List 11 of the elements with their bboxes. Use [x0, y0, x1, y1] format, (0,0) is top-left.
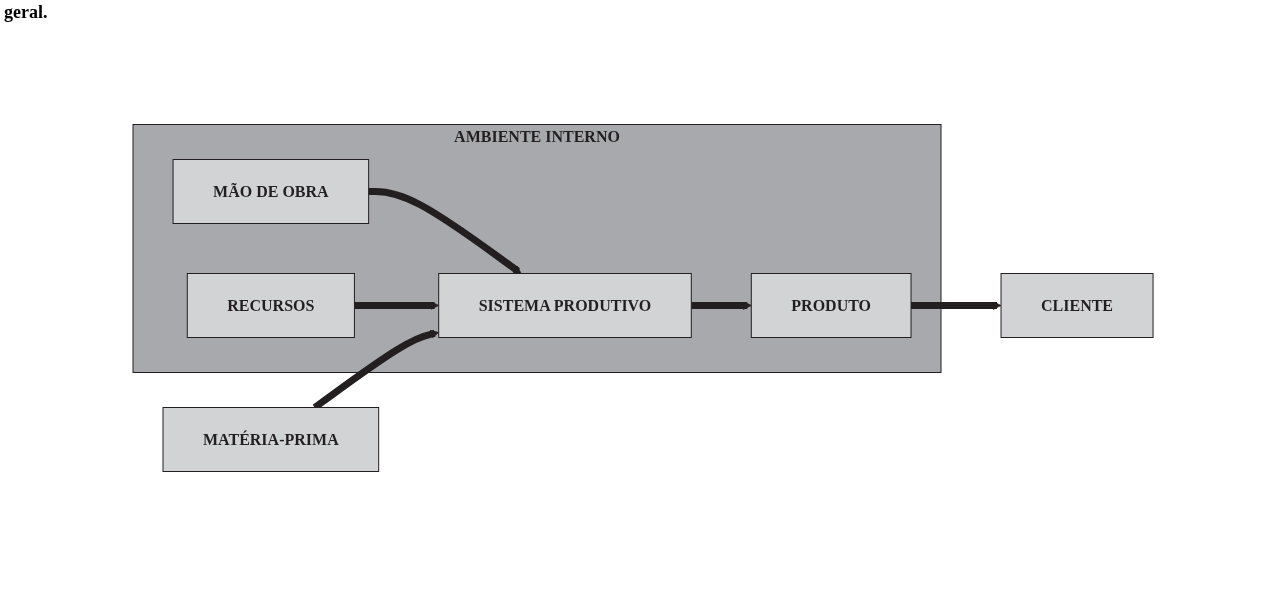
arrow [911, 300, 1002, 310]
arrow [354, 300, 440, 310]
arrow [691, 300, 752, 310]
node-box: MATÉRIA-PRIMA [162, 406, 380, 472]
node-box: SISTEMA PRODUTIVO [438, 272, 692, 338]
node-box: CLIENTE [1000, 272, 1154, 338]
node-box: PRODUTO [750, 272, 912, 338]
arrow [368, 187, 522, 274]
node-box: MÃO DE OBRA [172, 158, 370, 224]
note-text: geral. [4, 2, 48, 23]
node-box: RECURSOS [186, 272, 355, 338]
